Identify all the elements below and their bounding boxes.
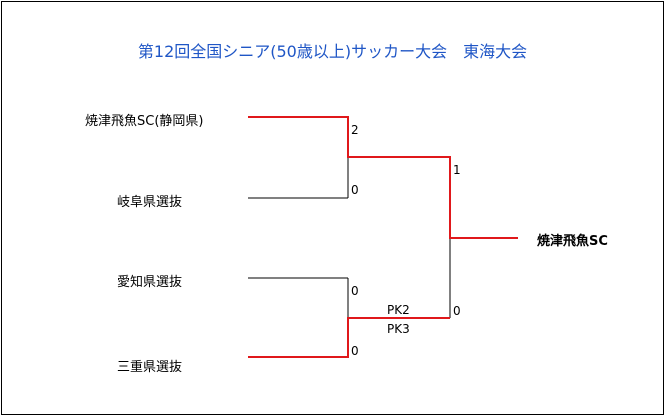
team-2-name: 岐阜県選抜 [117, 195, 183, 210]
champion-name: 焼津飛魚SC [537, 234, 608, 249]
pk-top-label: PK2 [387, 303, 410, 317]
team-4-name: 三重県選抜 [117, 360, 183, 375]
score-final-bottom: 0 [453, 304, 461, 318]
line-team1-winner [248, 116, 518, 239]
page-title: 第12回全国シニア(50歳以上)サッカー大会 東海大会 [137, 42, 528, 61]
score-semi2-top: 0 [351, 284, 359, 298]
team-1-name: 焼津飛魚SC(静岡県) [85, 114, 204, 129]
score-semi2-bottom: 0 [351, 344, 359, 358]
pk-bottom-label: PK3 [387, 322, 410, 336]
score-semi1-bottom: 0 [351, 183, 359, 197]
score-final-top: 1 [453, 163, 461, 177]
score-semi1-top: 2 [351, 123, 359, 137]
line-team4-winner [248, 317, 450, 358]
team-3-name: 愛知県選抜 [117, 275, 183, 290]
